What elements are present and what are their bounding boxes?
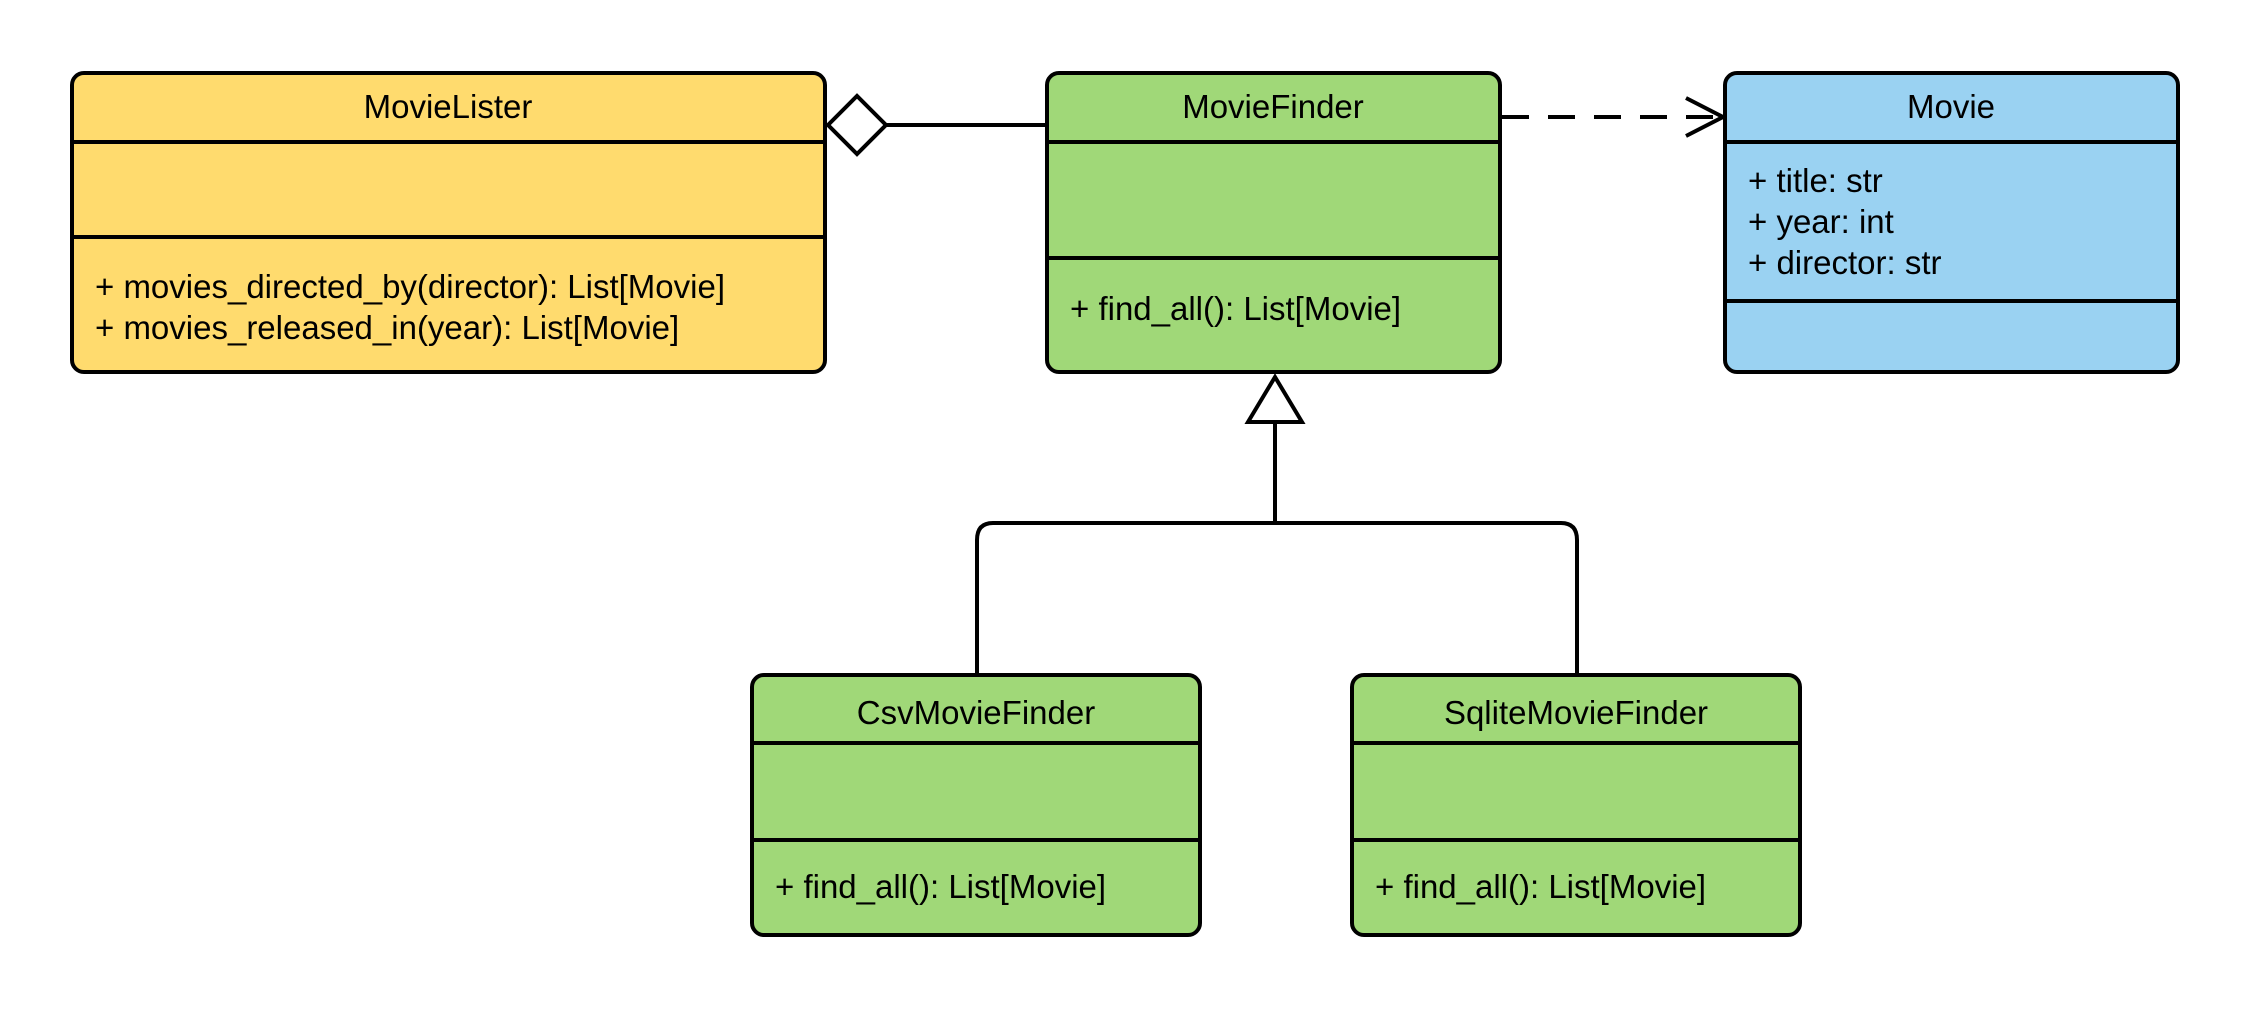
hollow-triangle-icon xyxy=(1244,373,1306,424)
class-movie-attribute: + title: str xyxy=(1748,162,1883,199)
class-csvmoviefinder-title: CsvMovieFinder xyxy=(857,694,1095,731)
aggregation-movielister-moviefinder xyxy=(825,93,1047,157)
class-sqlitemoviefinder-title: SqliteMovieFinder xyxy=(1444,694,1708,731)
class-moviefinder-title: MovieFinder xyxy=(1182,88,1364,125)
class-csvmoviefinder-box xyxy=(750,673,1202,937)
class-movielister-method: + movies_directed_by(director): List[Mov… xyxy=(95,268,725,305)
class-movie: Movie + title: str + year: int + directo… xyxy=(1723,71,2180,374)
class-sqlitemoviefinder: SqliteMovieFinder + find_all(): List[Mov… xyxy=(1350,673,1802,937)
class-movie-box xyxy=(1723,71,2180,374)
class-csvmoviefinder-method: + find_all(): List[Movie] xyxy=(775,868,1106,905)
class-movie-title: Movie xyxy=(1907,88,1995,125)
dependency-moviefinder-movie xyxy=(1502,96,1728,138)
class-movielister-title: MovieLister xyxy=(364,88,533,125)
class-moviefinder: MovieFinder + find_all(): List[Movie] xyxy=(1045,71,1502,374)
hollow-diamond-icon xyxy=(825,93,889,157)
class-sqlitemoviefinder-method: + find_all(): List[Movie] xyxy=(1375,868,1706,905)
inheritance-tree xyxy=(975,373,1579,674)
class-moviefinder-box xyxy=(1045,71,1502,374)
class-csvmoviefinder: CsvMovieFinder + find_all(): List[Movie] xyxy=(750,673,1202,937)
inheritance-branch-path xyxy=(975,521,1579,674)
class-movielister-method: + movies_released_in(year): List[Movie] xyxy=(95,309,679,346)
class-moviefinder-method: + find_all(): List[Movie] xyxy=(1070,290,1401,327)
class-sqlitemoviefinder-box xyxy=(1350,673,1802,937)
class-movielister: MovieLister + movies_directed_by(directo… xyxy=(70,71,827,374)
class-movielister-box xyxy=(70,71,827,374)
class-movie-attribute: + director: str xyxy=(1748,244,1941,281)
class-movie-attribute: + year: int xyxy=(1748,203,1894,240)
